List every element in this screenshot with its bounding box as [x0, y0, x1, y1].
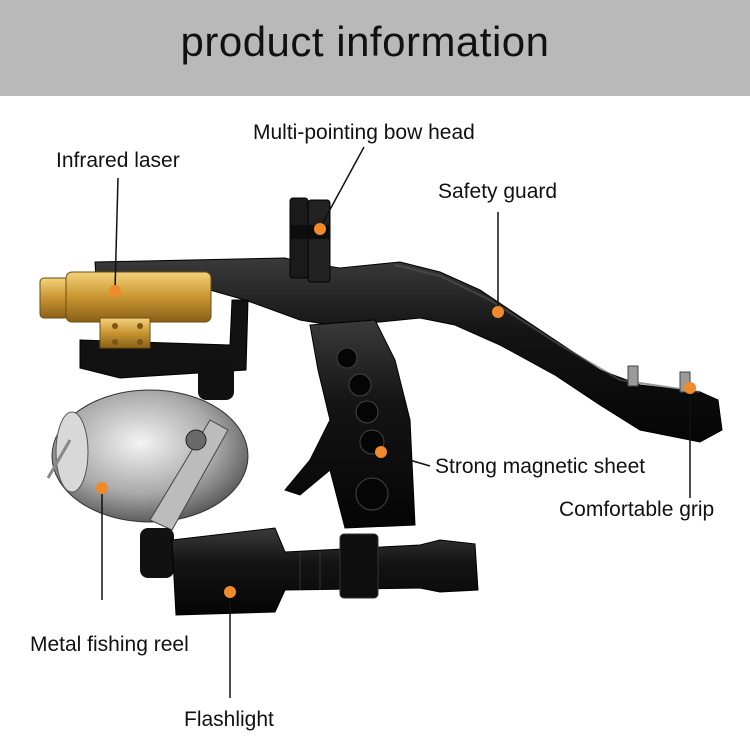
label-safety-guard: Safety guard	[438, 180, 558, 203]
label-fishing-reel: Metal fishing reel	[30, 633, 189, 656]
label-infrared-laser: Infrared laser	[56, 149, 180, 172]
title-banner: product information	[0, 0, 750, 96]
label-magnetic-sheet: Strong magnetic sheet	[435, 455, 646, 478]
infrared-laser	[39, 271, 212, 349]
banner-title: product information	[180, 18, 550, 65]
grip-with-magnetic-sheet	[284, 319, 416, 529]
label-bow-head: Multi-pointing bow head	[253, 121, 475, 144]
marker-dot-safety-guard	[492, 306, 504, 318]
marker-dot-bow-head	[314, 223, 326, 235]
marker-dot-magnetic-sheet	[375, 446, 387, 458]
marker-dot-laser	[109, 285, 121, 297]
marker-dot-grip	[684, 382, 696, 394]
marker-dot-flashlight	[224, 586, 236, 598]
label-flashlight: Flashlight	[184, 708, 274, 731]
label-comfortable-grip: Comfortable grip	[559, 498, 715, 521]
marker-dot-reel	[96, 482, 108, 494]
flashlight	[171, 527, 479, 616]
callout-line-bow-head	[319, 146, 365, 229]
callout-line-laser	[114, 177, 119, 291]
callout-line-magnetic-sheet	[381, 451, 431, 467]
bow-head-prongs	[289, 197, 331, 283]
